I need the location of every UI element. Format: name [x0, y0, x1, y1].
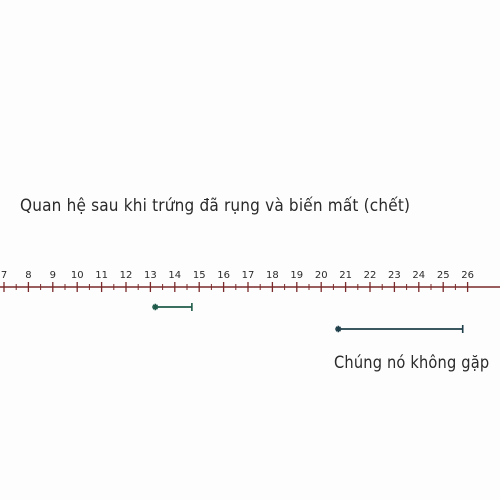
tick-label-13: 13 — [144, 270, 157, 281]
tick-label-22: 22 — [364, 270, 377, 281]
tick-group — [3, 282, 469, 292]
tick-label-26: 26 — [461, 270, 474, 281]
tick-label-14: 14 — [168, 270, 181, 281]
tick-label-19: 19 — [290, 270, 303, 281]
tick-label-10: 10 — [71, 270, 84, 281]
tick-label-11: 11 — [95, 270, 108, 281]
tick-label-8: 8 — [25, 270, 31, 281]
short-segment — [152, 303, 193, 311]
tick-label-group: 7 8 9 10 11 12 13 14 15 16 17 18 19 20 21 22 23 24 25 26 — [1, 270, 474, 281]
segment-group — [152, 303, 464, 333]
tick-label-15: 15 — [193, 270, 206, 281]
tick-label-17: 17 — [242, 270, 255, 281]
tick-label-16: 16 — [217, 270, 230, 281]
tick-label-12: 12 — [120, 270, 133, 281]
tick-label-24: 24 — [412, 270, 425, 281]
tick-label-7: 7 — [1, 270, 7, 281]
short-segment-start-marker — [152, 303, 159, 311]
long-segment-start-marker — [335, 325, 342, 333]
long-segment — [335, 325, 464, 333]
tick-label-23: 23 — [388, 270, 401, 281]
tick-label-9: 9 — [50, 270, 56, 281]
diagram-title: Quan hệ sau khi trứng đã rụng và biến mấ… — [20, 196, 411, 216]
tick-label-18: 18 — [266, 270, 279, 281]
tick-label-20: 20 — [315, 270, 328, 281]
tick-label-25: 25 — [437, 270, 450, 281]
tick-label-21: 21 — [339, 270, 352, 281]
segment-note: Chúng nó không gặp — [334, 353, 490, 373]
